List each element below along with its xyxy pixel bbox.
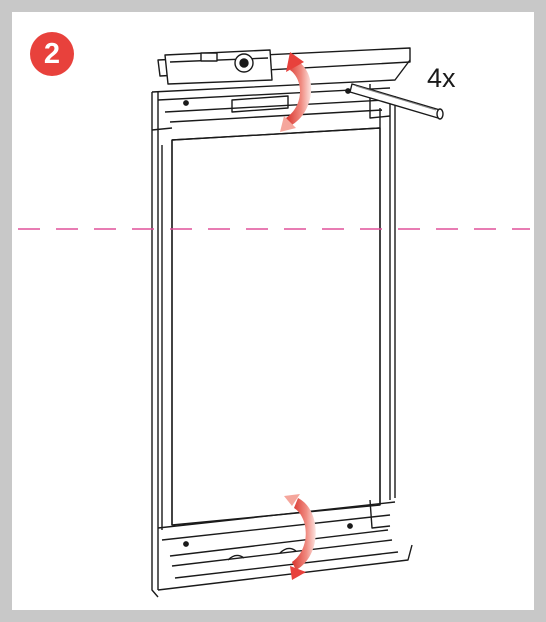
top-panel [157, 47, 411, 77]
step-number-badge: 2 [30, 32, 74, 76]
screw-quantity-label: 4x [427, 63, 456, 93]
rotate-arrow-icon [284, 494, 316, 580]
spirit-level-icon [164, 49, 273, 85]
cabinet-frame [151, 59, 413, 598]
screw-icon [349, 83, 444, 120]
rotate-arrow-icon [280, 52, 312, 132]
